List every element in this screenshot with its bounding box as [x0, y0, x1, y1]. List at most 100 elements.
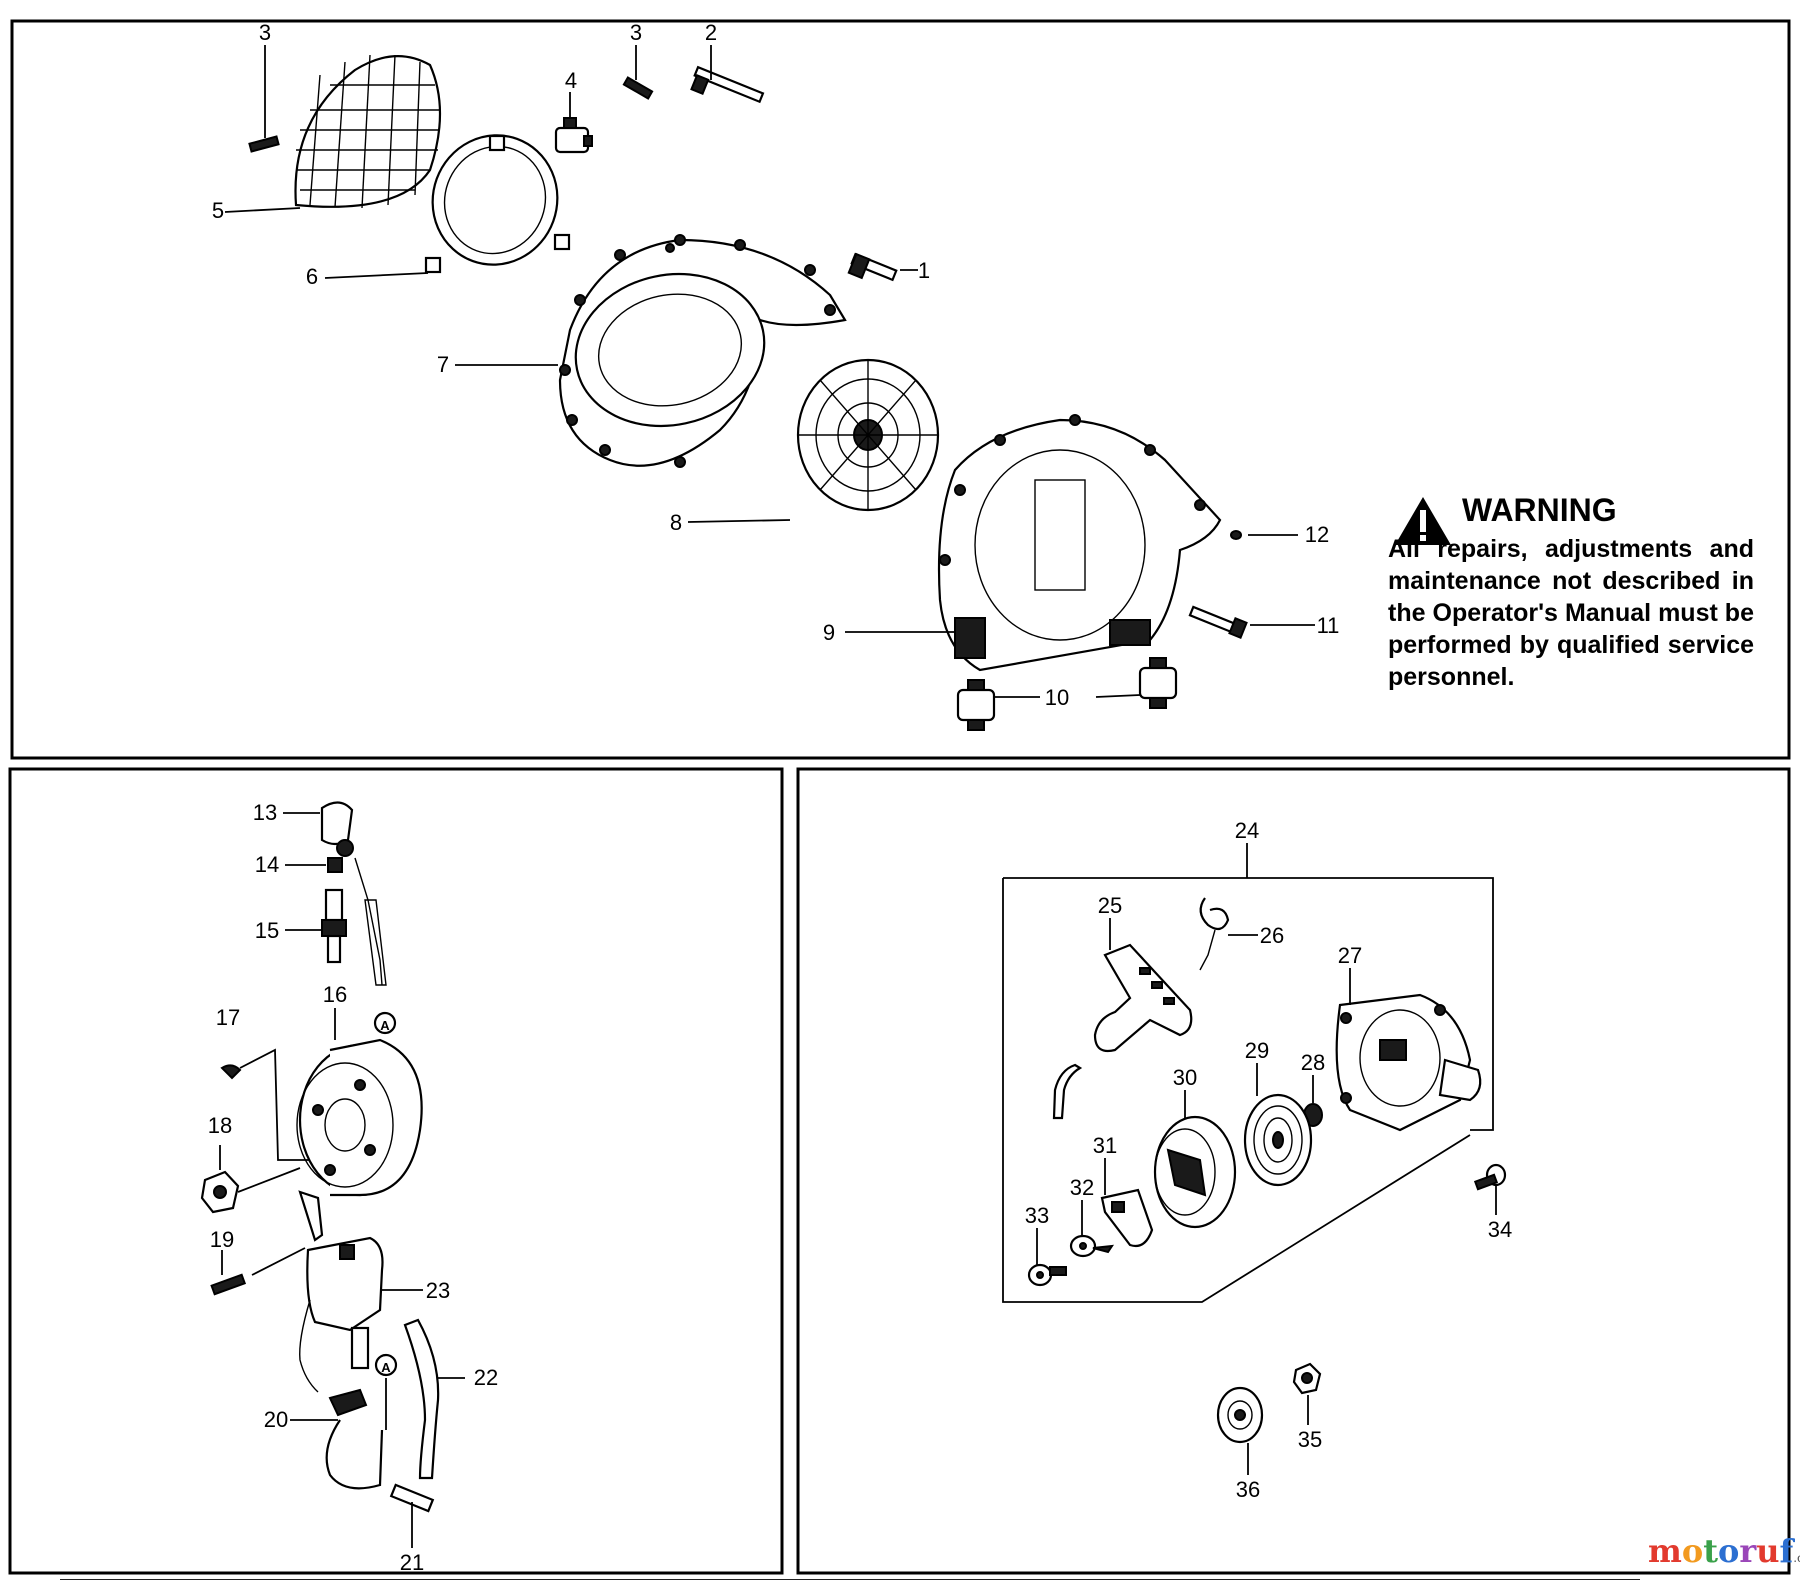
callout-24: 24: [1235, 818, 1259, 843]
wire-loop: [325, 1419, 384, 1490]
callout-36: 36: [1236, 1477, 1260, 1502]
hose-part-22: [403, 1318, 440, 1480]
watermark-letter: m: [1648, 1532, 1682, 1570]
connector-a-bottom: [374, 1353, 398, 1377]
callout-21: 21: [400, 1550, 424, 1575]
group-bracket-bottom: [1002, 878, 1471, 1303]
flywheel-part: [296, 1038, 423, 1197]
spring-part-14: [327, 857, 343, 873]
grommet-part: [554, 117, 593, 154]
starter-rope-part: [1052, 1063, 1083, 1120]
bolt-part-11: [1188, 605, 1248, 639]
rope-guide-part: [1199, 897, 1230, 971]
terminal-boot-part: [328, 1388, 368, 1417]
screw-part-34: [1473, 1163, 1507, 1191]
leader-6: [324, 272, 429, 279]
screw-part-19: [210, 1273, 247, 1296]
callout-34: 34: [1488, 1217, 1512, 1242]
ignition-module-part: [298, 1190, 384, 1370]
callout-35: 35: [1298, 1427, 1322, 1452]
callout-11: 11: [1317, 613, 1340, 638]
callout-14: 14: [255, 852, 279, 877]
ignition-lead: [354, 857, 383, 986]
starter-handle-part: [1093, 943, 1193, 1053]
warning-title: WARNING: [1462, 492, 1617, 528]
callout-4: 4: [565, 68, 577, 93]
warning-body: All repairs, adjustments and maintenance…: [1388, 535, 1754, 691]
warning-header: WARNING: [1388, 492, 1754, 529]
connector-a-top: [373, 1011, 397, 1035]
callout-1: 1: [918, 258, 930, 283]
callout-23: 23: [426, 1278, 450, 1303]
callout-9: 9: [823, 620, 835, 645]
callout-13: 13: [253, 800, 277, 825]
callout-17: 17: [216, 1005, 240, 1030]
cover-ring-part: [424, 134, 571, 274]
callout-8: 8: [670, 510, 682, 535]
leader-19b: [251, 1247, 306, 1276]
connector-a-bottom-label: A: [381, 1360, 391, 1375]
screw-part-3b: [622, 76, 654, 100]
callout-7: 7: [437, 352, 449, 377]
callout-22: 22: [474, 1365, 498, 1390]
pulley-part: [1153, 1115, 1237, 1229]
blower-housing-panel: [10, 19, 1791, 760]
intake-screen-part: [294, 54, 442, 209]
leader-8: [687, 519, 791, 523]
leader-5: [224, 207, 301, 213]
spark-plug-boot-part: [320, 801, 354, 857]
warning-icon: [1395, 497, 1451, 545]
callout-20: 20: [264, 1407, 288, 1432]
fan-housing-cover-part: [558, 234, 847, 468]
spark-plug-part: [321, 888, 347, 964]
leader-10b: [1095, 694, 1141, 698]
watermark-letter: r: [1739, 1532, 1757, 1570]
woodruff-key-part: [220, 1064, 242, 1080]
callout-30: 30: [1173, 1065, 1197, 1090]
watermark-letter: f: [1779, 1532, 1794, 1570]
callout-33: 33: [1025, 1203, 1049, 1228]
callout-29: 29: [1245, 1038, 1269, 1063]
watermark-letter: u: [1756, 1532, 1780, 1570]
ground-lead: [299, 1299, 319, 1393]
blower-housing-part: [937, 414, 1222, 672]
callout-6: 6: [306, 264, 318, 289]
callout-12: 12: [1305, 522, 1329, 547]
ignition-panel: [8, 767, 784, 1575]
callout-27: 27: [1338, 943, 1362, 968]
group-bracket-top: [1003, 877, 1494, 1131]
watermark-logo: motoruf.de: [1648, 1532, 1800, 1570]
callout-19: 19: [210, 1227, 234, 1252]
watermark-letter: o: [1681, 1532, 1704, 1570]
recoil-spring-part: [1243, 1093, 1313, 1187]
long-bolt-part: [690, 65, 765, 104]
starter-housing-part: [1335, 993, 1482, 1132]
fan-impeller-part: [796, 358, 940, 512]
pin-part-12: [1230, 530, 1242, 540]
callout-3a: 3: [259, 20, 271, 45]
warning-notice: WARNING All repairs, adjustments and mai…: [1388, 492, 1754, 693]
screw-part-33: [1027, 1263, 1067, 1287]
ratchet-part: [1100, 1188, 1154, 1248]
starter-panel: [796, 767, 1791, 1575]
callout-10: 10: [1045, 685, 1069, 710]
washer-part: [1069, 1234, 1115, 1258]
callout-26: 26: [1260, 923, 1284, 948]
callout-32: 32: [1070, 1175, 1094, 1200]
callout-2: 2: [705, 20, 717, 45]
connector-a-top-label: A: [380, 1018, 390, 1033]
flywheel-nut-part: [200, 1170, 240, 1214]
watermark-letter: o: [1717, 1532, 1740, 1570]
callout-28: 28: [1301, 1050, 1325, 1075]
watermark-tld: .de: [1793, 1551, 1800, 1565]
callout-5: 5: [212, 198, 224, 223]
callout-25: 25: [1098, 893, 1122, 918]
starter-cup-part: [1216, 1386, 1264, 1444]
callout-18: 18: [208, 1113, 232, 1138]
leader-18b: [237, 1167, 301, 1193]
nut-part-35: [1292, 1362, 1322, 1395]
screw-part-3a: [248, 135, 280, 153]
callout-16: 16: [323, 982, 347, 1007]
grommet-part-10: [956, 657, 1178, 731]
